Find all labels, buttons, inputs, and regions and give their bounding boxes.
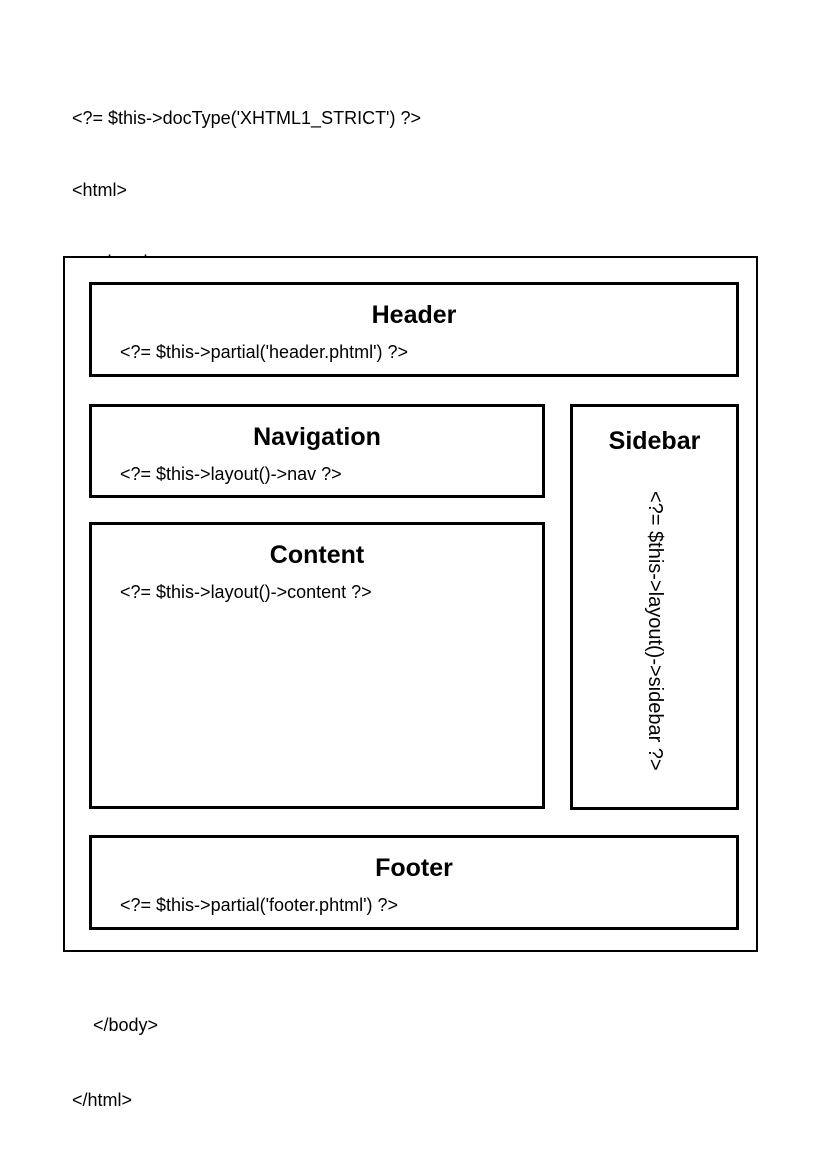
sidebar-title: Sidebar <box>608 427 701 455</box>
content-section-box: Content <?= $this->layout()->content ?> <box>89 522 545 809</box>
navigation-code: <?= $this->layout()->nav ?> <box>120 464 342 484</box>
header-code: <?= $this->partial('header.phtml') ?> <box>120 342 409 362</box>
footer-section-box: Footer <?= $this->partial('footer.phtml'… <box>89 835 739 930</box>
footer-code: <?= $this->partial('footer.phtml') ?> <box>120 895 399 915</box>
page: <?= $this->docType('XHTML1_STRICT') ?> <… <box>63 108 758 1110</box>
navigation-title: Navigation <box>253 423 381 451</box>
header-title: Header <box>371 301 457 329</box>
xhtml-closing-code-block: </body> </html> <box>72 963 158 1163</box>
footer-title: Footer <box>375 854 453 882</box>
code-line-doctype: <?= $this->docType('XHTML1_STRICT') ?> <box>72 108 422 128</box>
header-section-box: Header <?= $this->partial('header.phtml'… <box>89 282 739 377</box>
navigation-section-box: Navigation <?= $this->layout()->nav ?> <box>89 404 545 498</box>
sidebar-section-box: Sidebar <?= $this->layout()->sidebar ?> <box>570 404 739 810</box>
content-title: Content <box>269 541 365 569</box>
content-code: <?= $this->layout()->content ?> <box>120 582 372 602</box>
code-line-body-close: </body> <box>93 1015 159 1035</box>
code-line-html-close: </html> <box>72 1090 133 1110</box>
sidebar-code-wrapper: <?= $this->layout()->sidebar ?> <box>573 463 736 799</box>
code-line-html-open: <html> <box>72 180 128 200</box>
sidebar-code: <?= $this->layout()->sidebar ?> <box>644 491 666 771</box>
body-layout-box: Header <?= $this->partial('header.phtml'… <box>63 256 758 952</box>
